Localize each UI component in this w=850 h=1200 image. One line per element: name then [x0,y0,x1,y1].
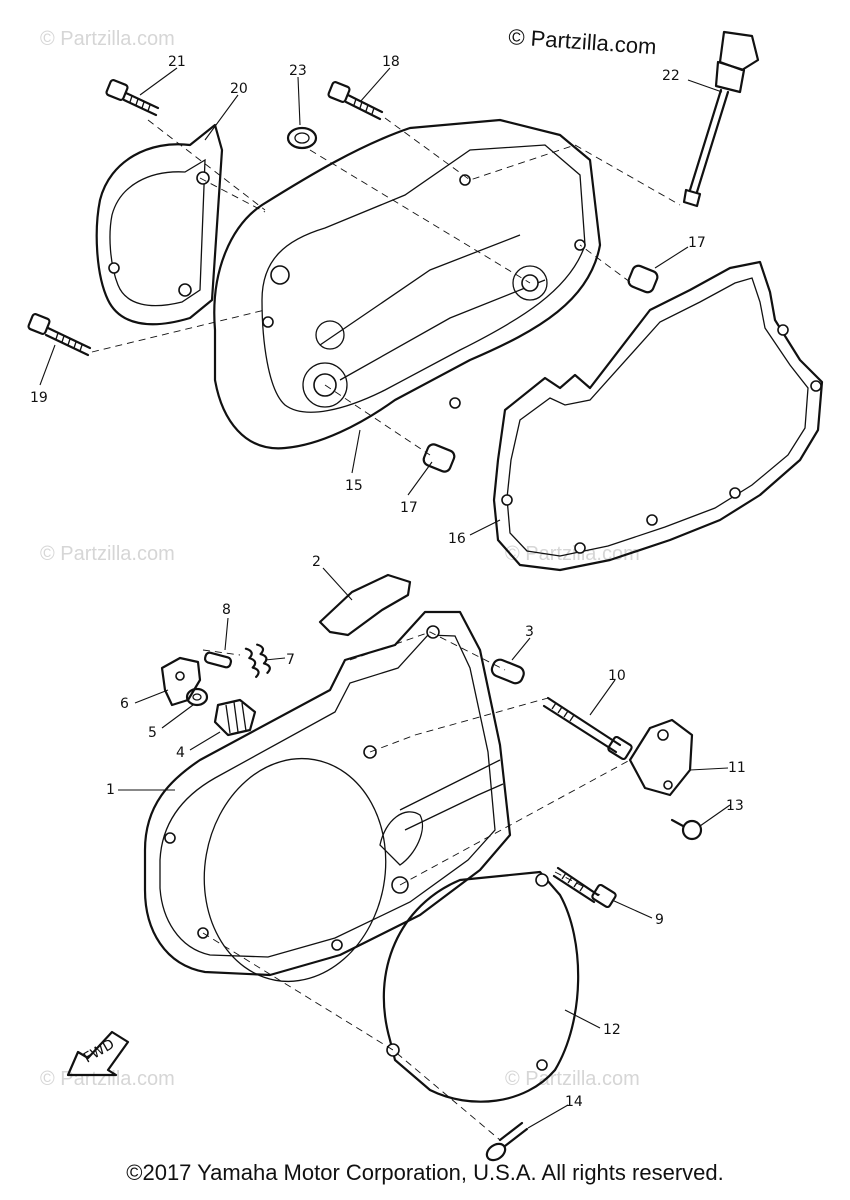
part-13-screw[interactable] [670,818,703,841]
part-21-screw[interactable] [105,79,160,117]
callout-1: 1 [106,782,115,798]
watermark: © Partzilla.com [40,1068,175,1090]
callout-4: 4 [176,745,185,761]
callout-14: 14 [565,1094,583,1110]
part-18-screw[interactable] [327,81,384,121]
part-22-dipstick[interactable] [682,30,760,208]
callout-22: 22 [662,68,680,84]
part-11-bracket[interactable] [628,718,694,797]
part-15-crankcase-cover[interactable] [213,118,602,450]
part-5-washer[interactable] [185,687,209,707]
callout-20: 20 [230,81,248,97]
callout-9: 9 [655,912,664,928]
callout-17a: 17 [688,235,706,251]
part-12-round-cover[interactable] [382,870,580,1103]
part-17-dowel-pin[interactable] [627,264,659,294]
watermark: © Partzilla.com [40,28,175,50]
alignment-lines [91,117,681,1141]
part-6-lever[interactable] [160,656,202,707]
callout-21: 21 [168,54,186,70]
fwd-label: FWD [81,1036,117,1066]
callout-6: 6 [120,696,129,712]
callout-13: 13 [726,798,744,814]
part-3-pin[interactable] [490,658,526,686]
callout-5: 5 [148,725,157,741]
watermark: © Partzilla.com [40,543,175,565]
callout-labels: 21 20 23 18 22 17 19 15 17 16 2 3 8 7 10… [30,54,746,1110]
callout-8: 8 [222,602,231,618]
callout-15: 15 [345,478,363,494]
part-1-crankcase-cover[interactable] [143,610,512,996]
copyright-notice: ©2017 Yamaha Motor Corporation, U.S.A. A… [126,1160,724,1185]
part-4-gear[interactable] [213,698,257,737]
part-7-spring[interactable] [244,643,271,679]
watermark: © Partzilla.com [505,1068,640,1090]
callout-11: 11 [728,760,746,776]
callout-17b: 17 [400,500,418,516]
callout-2: 2 [312,554,321,570]
part-20-small-cover[interactable] [95,123,224,326]
callout-23: 23 [289,63,307,79]
watermark-top-right: © Partzilla.com [508,24,658,59]
callout-7: 7 [286,652,295,668]
part-19-screw[interactable] [27,313,92,357]
part-10-screw[interactable] [542,696,633,761]
part-14-screw[interactable] [484,1121,529,1163]
callout-18: 18 [382,54,400,70]
callout-10: 10 [608,668,626,684]
part-8-pin[interactable] [203,651,233,669]
leader-lines [39,67,731,1129]
callout-19: 19 [30,390,48,406]
part-16-gasket[interactable] [492,260,824,572]
callout-12: 12 [603,1022,621,1038]
callout-16: 16 [448,531,466,547]
callout-3: 3 [525,624,534,640]
part-23-oil-seal[interactable] [286,126,318,150]
part-2-clip[interactable] [318,573,412,637]
